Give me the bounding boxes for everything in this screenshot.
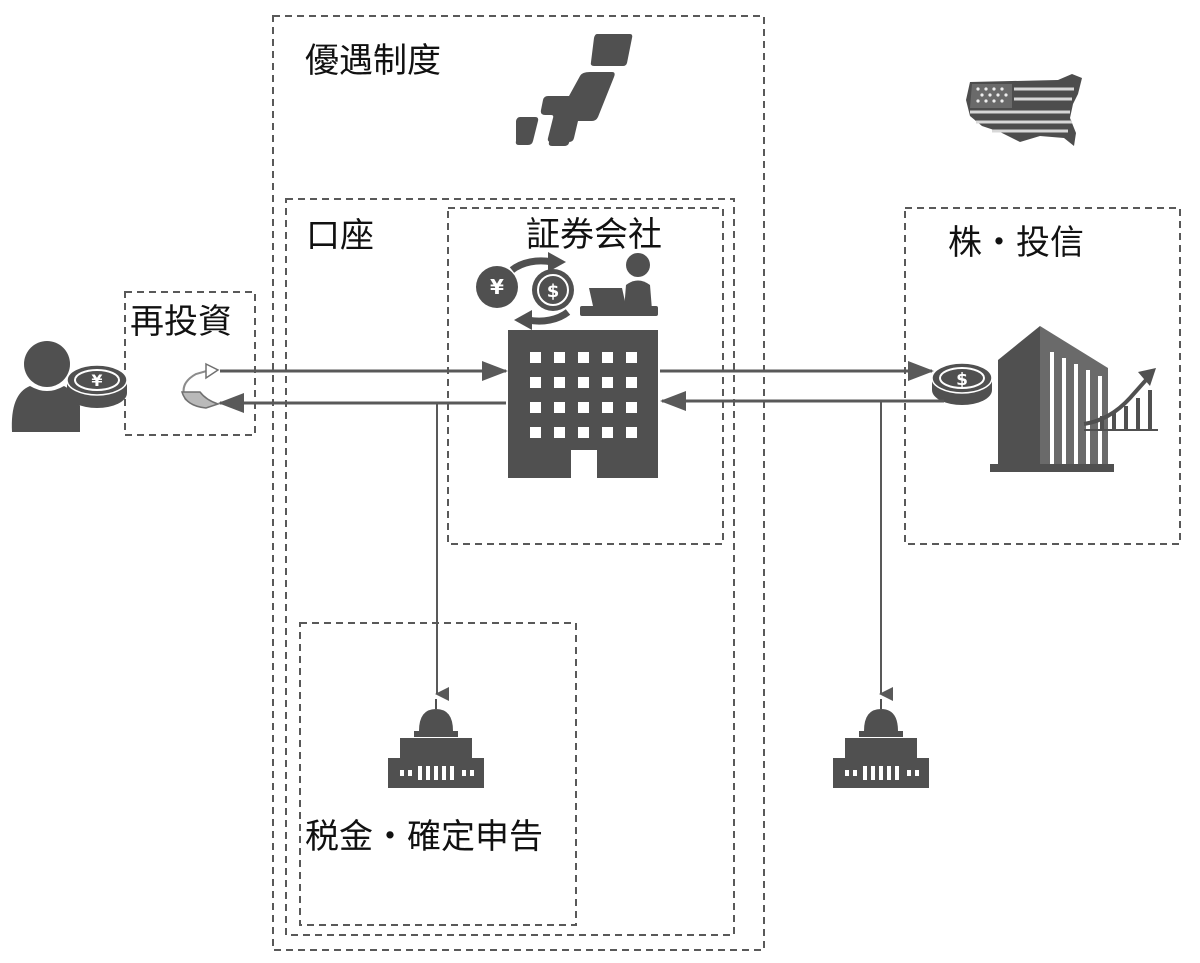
government-building-icon-overseas — [833, 699, 929, 788]
dollar-coin-icon: $ — [931, 362, 993, 405]
preferential-system-label: 優遇制度 — [305, 41, 441, 81]
reinvest-cycle-icon — [181, 362, 221, 409]
svg-text:¥: ¥ — [91, 371, 102, 390]
svg-text:$: $ — [956, 370, 968, 390]
yen-coin-icon: ¥ — [66, 364, 128, 408]
securities-company-box — [447, 207, 724, 545]
stocks-funds-label: 株・投信 — [948, 223, 1084, 263]
government-building-icon-account — [388, 699, 484, 788]
reinvestment-label: 再投資 — [130, 302, 232, 342]
japan-map-icon — [515, 34, 633, 146]
stocks-funds-box — [904, 207, 1181, 545]
usa-map-icon — [966, 74, 1082, 146]
svg-text:$: $ — [547, 281, 560, 302]
reinvestment-box — [124, 291, 256, 436]
person-icon — [11, 341, 80, 432]
office-building-icon — [508, 330, 658, 478]
growth-chart-icon — [1083, 368, 1158, 431]
svg-text:¥: ¥ — [490, 275, 504, 299]
tax-filing-label: 税金・確定申告 — [305, 817, 543, 857]
preferential-system-box — [272, 15, 765, 951]
securities-company-label: 証券会社 — [526, 215, 662, 255]
account-label: 口座 — [306, 216, 374, 256]
account-box — [285, 198, 735, 936]
currency-exchange-icon: ¥ $ — [476, 252, 574, 330]
person-at-laptop-icon — [580, 253, 658, 316]
company-building-icon — [990, 326, 1114, 472]
